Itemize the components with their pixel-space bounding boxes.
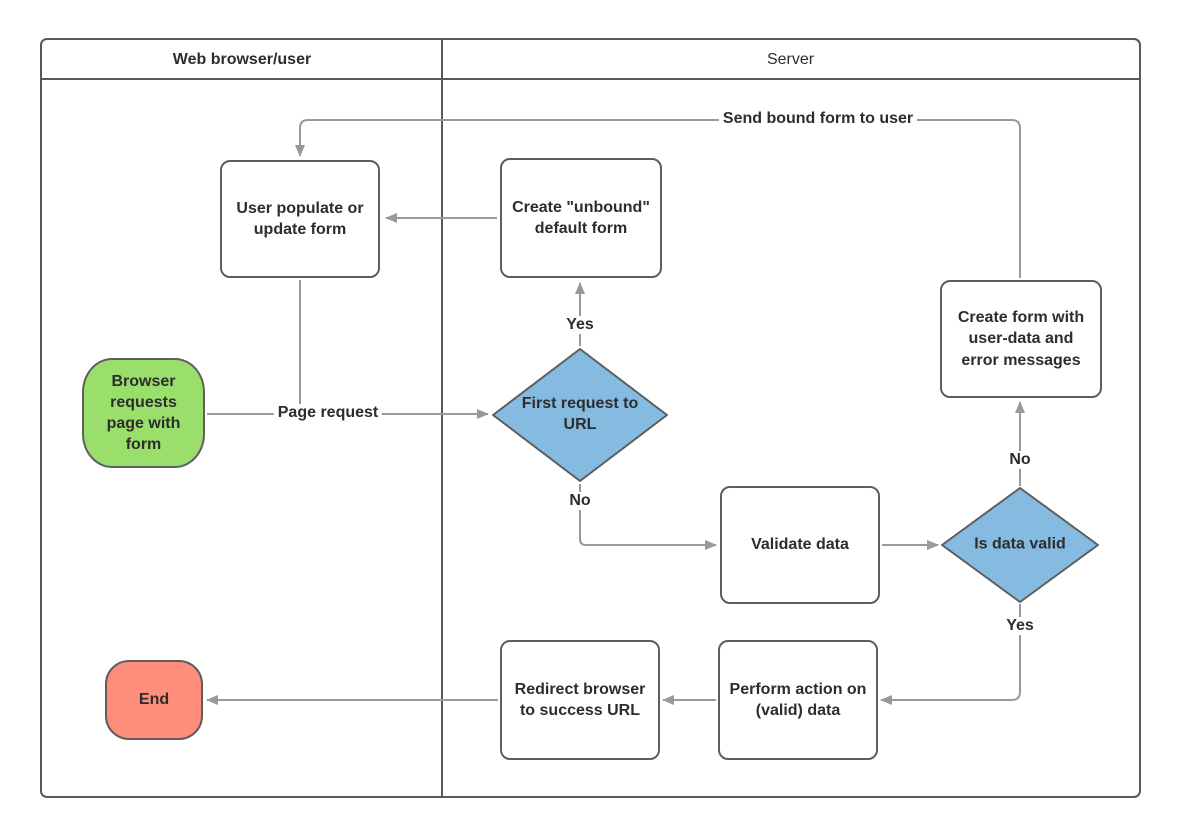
node-create-form-with-errors: Create form with user-data and error mes… — [940, 280, 1102, 398]
node-start-browser-requests: Browser requests page with form — [82, 358, 205, 468]
edge-label-first-request-no: No — [565, 492, 595, 510]
node-label: Browser requests page with form — [106, 372, 181, 454]
node-label: Redirect browser to success URL — [514, 680, 646, 719]
lane-title-web-browser-user: Web browser/user — [172, 51, 312, 68]
node-create-unbound-form: Create "unbound" default form — [500, 158, 662, 278]
node-perform-action: Perform action on (valid) data — [718, 640, 878, 760]
node-redirect-browser: Redirect browser to success URL — [500, 640, 660, 760]
node-label: User populate or update form — [236, 199, 364, 238]
node-label: Create "unbound" default form — [512, 198, 650, 237]
swimlane-pool: Web browser/user Server — [40, 38, 1141, 798]
edge-label-page-request: Page request — [273, 404, 383, 422]
lane-title-server: Server — [766, 51, 815, 68]
edge-label-first-request-yes: Yes — [562, 316, 598, 334]
node-end: End — [105, 660, 203, 740]
edge-label-is-valid-no: No — [1005, 451, 1035, 469]
edge-label-send-bound-form: Send bound form to user — [718, 110, 918, 128]
lane-divider — [441, 40, 443, 796]
pool-header — [42, 40, 1139, 80]
node-label: End — [138, 691, 170, 709]
node-user-populate-form: User populate or update form — [220, 160, 380, 278]
edge-label-is-valid-yes: Yes — [1002, 617, 1038, 635]
node-label: Create form with user-data and error mes… — [957, 309, 1085, 369]
node-validate-data: Validate data — [720, 486, 880, 604]
node-label: Validate data — [751, 536, 849, 554]
node-label: Perform action on (valid) data — [729, 680, 867, 719]
